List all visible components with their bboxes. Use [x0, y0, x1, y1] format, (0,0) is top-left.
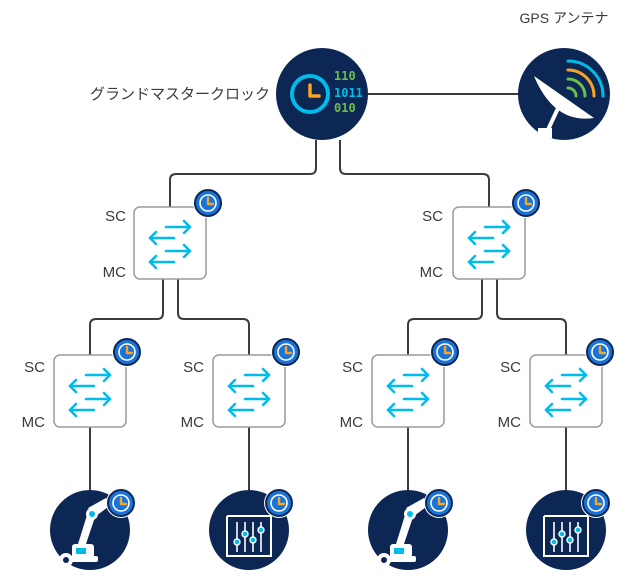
switch-level2-1	[53, 335, 144, 428]
switch-level2-3	[371, 335, 462, 428]
endpoint-control-2	[525, 486, 613, 571]
switch-level1-left	[133, 186, 225, 280]
mc-label: MC	[420, 264, 443, 281]
mc-label: MC	[103, 264, 126, 281]
clock-badge-icon	[110, 335, 144, 369]
endpoint-robot-2	[366, 486, 456, 572]
clock-badge-icon	[509, 186, 543, 220]
clock-badge-icon	[428, 335, 462, 369]
sc-label: SC	[105, 208, 126, 225]
mc-label: MC	[22, 414, 45, 431]
gps-antenna-label: GPS アンテナ	[520, 10, 609, 26]
sc-label: SC	[500, 359, 521, 376]
mc-label: MC	[181, 414, 204, 431]
grandmaster-clock-label: グランドマスタークロック	[90, 86, 270, 103]
switch-level1-right	[452, 186, 543, 280]
sc-label: SC	[422, 208, 443, 225]
clock-badge-icon	[104, 486, 138, 520]
grandmaster-bits-line-2: 1011	[334, 86, 363, 100]
grandmaster-clock-icon	[276, 48, 368, 140]
clock-badge-icon	[191, 186, 225, 220]
endpoint-control-1	[208, 486, 296, 571]
mc-label: MC	[498, 414, 521, 431]
satellite-dish-icon	[518, 48, 610, 140]
clock-badge-icon	[583, 335, 617, 369]
grandmaster-bits-line-1: 110	[334, 69, 356, 83]
sc-label: SC	[342, 359, 363, 376]
clock-badge-icon	[422, 486, 456, 520]
mc-label: MC	[340, 414, 363, 431]
endpoint-robot-1	[48, 486, 138, 572]
sc-label: SC	[183, 359, 204, 376]
clock-badge-icon	[579, 486, 613, 520]
sc-label: SC	[24, 359, 45, 376]
switch-level2-4	[529, 335, 617, 428]
switch-level2-2	[212, 335, 303, 428]
grandmaster-bits-line-3: 010	[334, 101, 356, 115]
connection-lines	[89, 93, 567, 490]
clock-badge-icon	[262, 486, 296, 520]
clock-badge-icon	[269, 335, 303, 369]
